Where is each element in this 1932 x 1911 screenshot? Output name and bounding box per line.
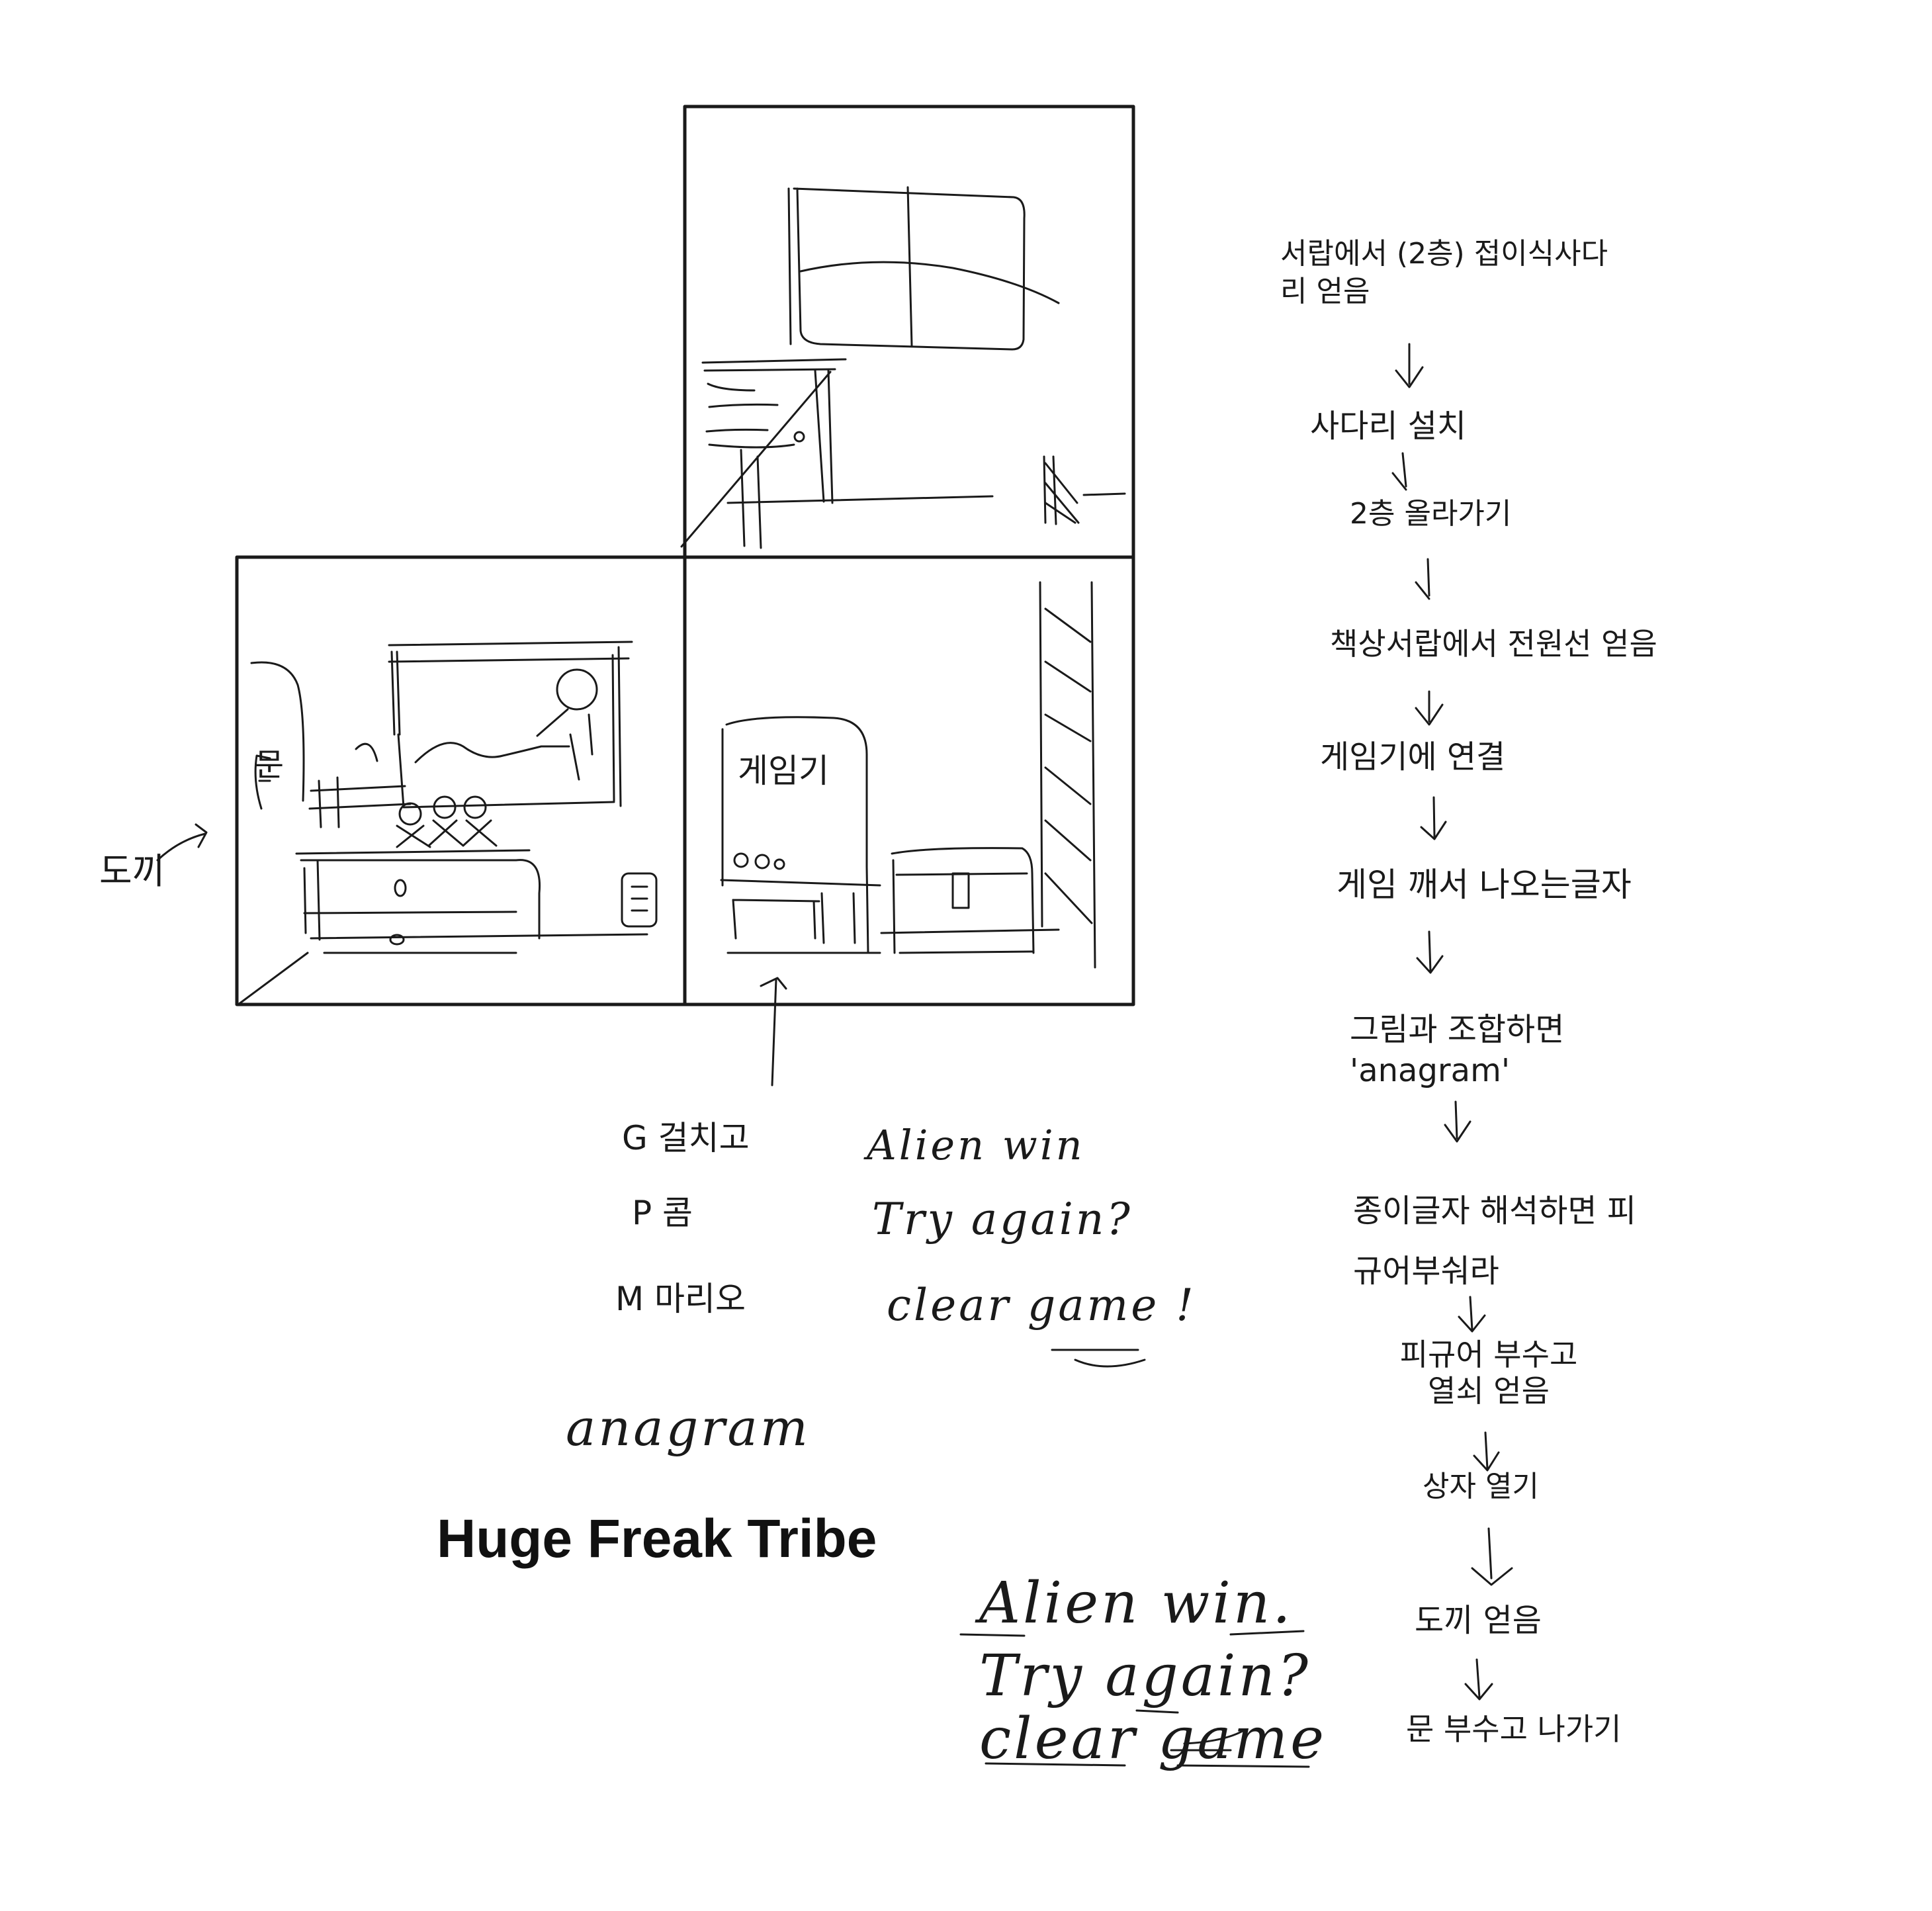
flow-step-9: 피규어 부수고 열쇠 얻음 — [1399, 1337, 1578, 1409]
arcade-label: 게임기 — [738, 752, 829, 790]
game-note-text-2: Try again? — [872, 1194, 1133, 1245]
flow-step-7: 그림과 조합하면 'anagram' — [1350, 1011, 1565, 1090]
flow-step-10: 상자 열기 — [1423, 1470, 1539, 1503]
flow-step-1: 서랍에서 (2층) 접이식사다리 얻음 — [1280, 237, 1608, 309]
room-1-box — [235, 555, 687, 1006]
flow-step-2: 사다리 설치 — [1310, 408, 1467, 445]
axe-arrow — [156, 823, 208, 862]
bottom-note-1: Alien win. — [979, 1570, 1294, 1636]
flow-step-8: 종이글자 해석하면 피규어부숴라 — [1353, 1192, 1636, 1290]
game-note-text-1: Alien win — [867, 1121, 1085, 1169]
room-2-box — [680, 105, 1135, 559]
room-3-box — [683, 555, 1135, 1087]
bottom-note-3: clear game — [979, 1706, 1327, 1772]
axe-label: 도끼 — [99, 850, 165, 892]
flow-step-4: 책상서랍에서 전원선 얻음 — [1330, 626, 1657, 662]
door-label: 문 — [247, 748, 285, 779]
flow-step-6: 게임 깨서 나오는글자 — [1337, 866, 1632, 904]
flow-step-5: 게임기에 연결 — [1320, 738, 1506, 776]
bottom-note-2: Try again? — [979, 1643, 1311, 1709]
flow-step-11: 도끼 얻음 — [1415, 1602, 1542, 1639]
game-note-key-2: P 콤 — [632, 1194, 693, 1232]
anagram-word: anagram — [566, 1398, 811, 1457]
anagram-title: Huge Freak Tribe — [437, 1509, 877, 1569]
game-note-key-3: M 마리오 — [615, 1280, 746, 1318]
game-note-key-1: G 걸치고 — [622, 1119, 750, 1157]
game-note-text-3: clear game ! — [887, 1280, 1196, 1331]
flow-step-3: 2층 올라가기 — [1350, 497, 1512, 531]
flow-step-12: 문 부수고 나가기 — [1406, 1711, 1622, 1747]
